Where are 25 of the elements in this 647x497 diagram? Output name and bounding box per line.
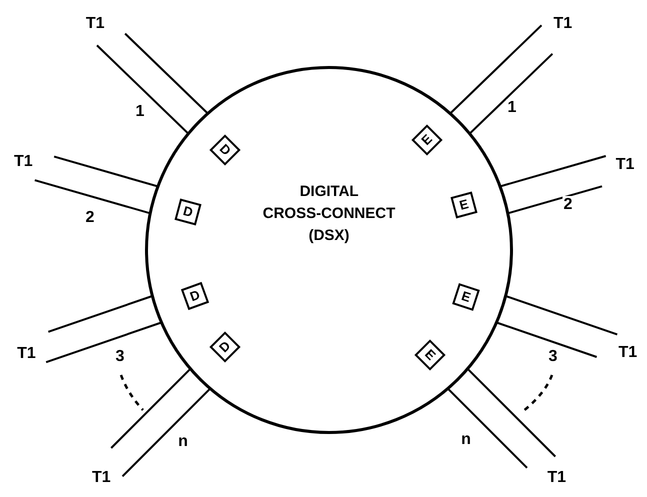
interface-box: D <box>209 331 241 363</box>
trunk-line-pair <box>449 24 554 135</box>
node-title: DIGITAL CROSS-CONNECT (DSX) <box>262 182 396 246</box>
line-label: T1 <box>547 468 566 487</box>
trunk-line-pair <box>34 156 159 214</box>
trunk-line-pair <box>46 295 162 364</box>
trunk-line-pair <box>496 295 618 358</box>
interface-box: E <box>414 339 446 371</box>
interface-box: E <box>411 124 443 156</box>
interface-box: D <box>209 134 241 166</box>
line-label: T1 <box>553 15 572 34</box>
trunk-line-pair <box>446 368 556 469</box>
line-label: T1 <box>86 15 105 34</box>
trunk-line-pair <box>110 368 212 477</box>
interface-box: E <box>450 192 478 218</box>
trunk-line-pair <box>96 32 209 135</box>
interface-box: E <box>452 283 480 311</box>
line-label: T1 <box>14 153 33 172</box>
interface-box: D <box>174 198 202 226</box>
line-label: T1 <box>92 468 111 487</box>
line-label: T1 <box>618 344 638 362</box>
interface-box: D <box>180 282 210 310</box>
line-label: T1 <box>17 345 36 364</box>
trunk-line-pair <box>499 155 606 214</box>
line-label: T1 <box>616 156 634 174</box>
